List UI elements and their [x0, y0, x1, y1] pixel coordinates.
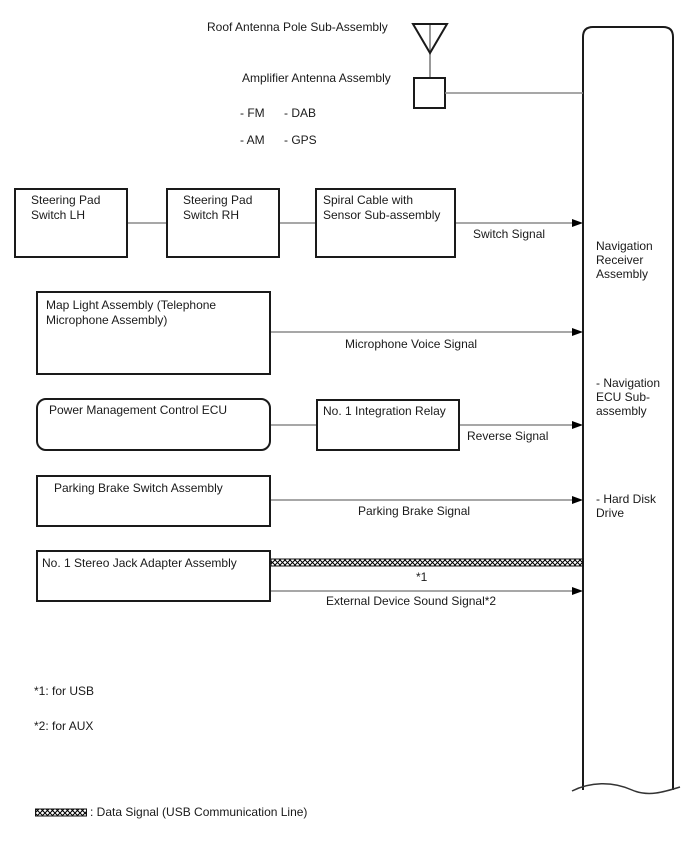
- footnote-usb: *1: for USB: [34, 684, 95, 698]
- band-fm-label: - FM: [240, 106, 265, 120]
- band-dab-label: - DAB: [284, 106, 317, 120]
- usb-data-signal-line: [270, 558, 584, 567]
- parking-brake-signal-label: Parking Brake Signal: [358, 504, 471, 518]
- box-steering-pad-switch-lh: Steering Pad Switch LH: [14, 188, 128, 258]
- data-signal-ref-label: *1: [416, 570, 428, 584]
- microphone-signal-arrowhead: [572, 328, 583, 336]
- legend-label: : Data Signal (USB Communication Line): [90, 805, 308, 819]
- amplifier-antenna-box: [413, 77, 446, 109]
- receiver-break-wave: [571, 783, 681, 795]
- external-device-signal-label: External Device Sound Signal*2: [326, 594, 497, 608]
- reverse-signal-arrowhead: [572, 421, 583, 429]
- box-spiral-cable: Spiral Cable with Sensor Sub-assembly: [315, 188, 456, 258]
- receiver-hdd-item: - Hard Disk Drive: [596, 492, 657, 520]
- antenna-icon: [411, 23, 449, 55]
- box-steering-pad-switch-rh: Steering Pad Switch RH: [166, 188, 280, 258]
- footnote-aux: *2: for AUX: [34, 719, 94, 733]
- receiver-title: Navigation Receiver Assembly: [596, 239, 653, 281]
- parking-brake-arrowhead: [572, 496, 583, 504]
- band-am-label: - AM: [240, 133, 265, 147]
- box-integration-relay: No. 1 Integration Relay: [316, 399, 460, 451]
- band-gps-label: - GPS: [284, 133, 317, 147]
- legend: : Data Signal (USB Communication Line): [35, 805, 307, 819]
- reverse-signal-label: Reverse Signal: [467, 429, 549, 443]
- amplifier-antenna-label: Amplifier Antenna Assembly: [242, 71, 391, 85]
- data-signal-swatch-icon: [35, 808, 87, 816]
- microphone-signal-label: Microphone Voice Signal: [345, 337, 478, 351]
- navigation-receiver-box: [582, 26, 674, 790]
- switch-signal-label: Switch Signal: [473, 227, 546, 241]
- box-power-management-ecu: Power Management Control ECU: [36, 398, 271, 451]
- box-parking-brake-switch: Parking Brake Switch Assembly: [36, 475, 271, 527]
- box-map-light-assembly: Map Light Assembly (Telephone Microphone…: [36, 291, 271, 375]
- roof-antenna-label: Roof Antenna Pole Sub-Assembly: [207, 20, 388, 34]
- switch-signal-arrowhead: [572, 219, 583, 227]
- external-device-arrowhead: [572, 587, 583, 595]
- receiver-ecu-item: - Navigation ECU Sub- assembly: [596, 376, 661, 418]
- box-stereo-jack-adapter: No. 1 Stereo Jack Adapter Assembly: [36, 550, 271, 602]
